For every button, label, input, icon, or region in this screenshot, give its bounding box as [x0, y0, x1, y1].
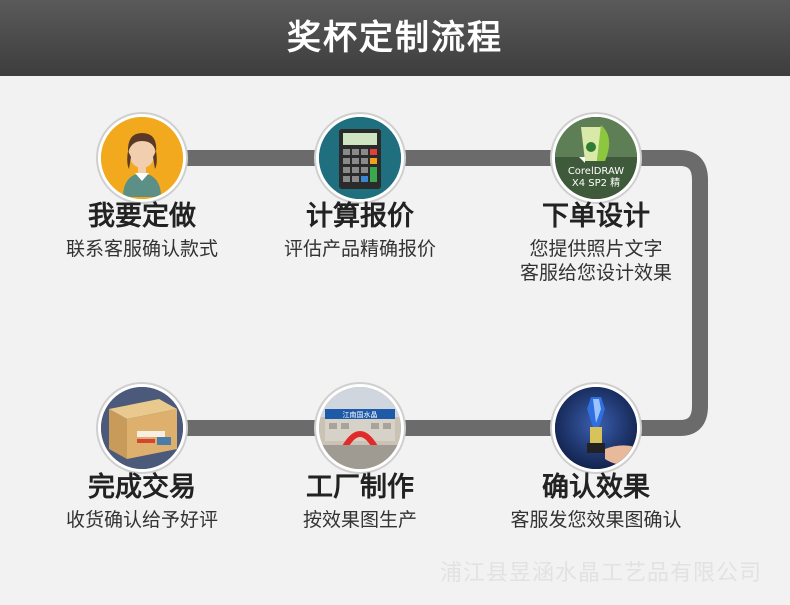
step-2-title: 计算报价	[306, 201, 414, 232]
icon-text-line-2: X4 SP2 精	[572, 176, 620, 189]
coreldraw-icon: CorelDRAW X4 SP2 精	[555, 117, 637, 199]
step-6-title: 完成交易	[88, 472, 196, 503]
factory-icon: 江南国水晶	[319, 387, 401, 469]
step-6-desc: 收货确认给予好评	[65, 509, 218, 531]
page-title: 奖杯定制流程	[287, 18, 503, 58]
step-5-title: 工厂制作	[306, 472, 414, 503]
step-4-icon	[552, 384, 640, 472]
step-4-desc: 客服发您效果图确认	[510, 509, 682, 531]
company-watermark: 浦江县昱涵水晶工艺品有限公司	[439, 561, 762, 586]
step-1-title: 我要定做	[88, 201, 196, 232]
step-3-icon: CorelDRAW X4 SP2 精	[552, 114, 640, 202]
step-4-title: 确认效果	[542, 472, 650, 503]
step-3-desc-line-2: 客服给您设计效果	[519, 262, 672, 284]
calculator-icon	[319, 117, 401, 199]
step-2-icon	[316, 114, 404, 202]
step-2-desc: 评估产品精确报价	[283, 238, 436, 260]
user-avatar-icon	[101, 117, 183, 199]
step-1-icon	[98, 114, 186, 202]
step-5-icon: 江南国水晶	[316, 384, 404, 472]
step-6-icon	[98, 384, 186, 472]
step-3-title: 下单设计	[542, 201, 650, 232]
step-5-desc: 按效果图生产	[302, 509, 417, 531]
step-1-desc: 联系客服确认款式	[65, 238, 218, 260]
header-banner: 奖杯定制流程	[0, 0, 790, 76]
step-3-desc-line-1: 您提供照片文字	[529, 238, 663, 260]
trophy-icon	[555, 387, 637, 469]
factory-sign-text: 江南国水晶	[343, 410, 378, 419]
icon-text-line-1: CorelDRAW	[568, 166, 624, 177]
package-box-icon	[101, 387, 183, 469]
